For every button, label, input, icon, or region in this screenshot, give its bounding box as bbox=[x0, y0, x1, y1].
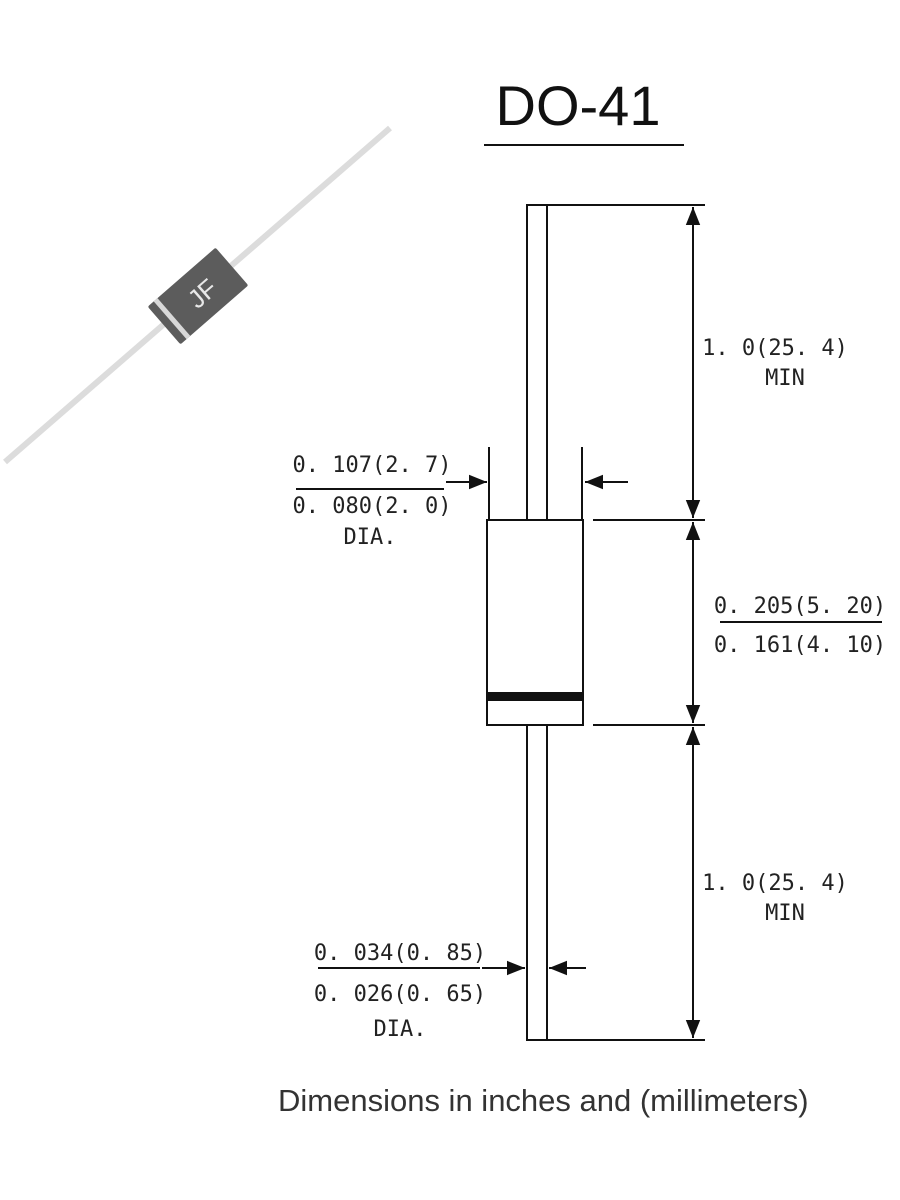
top-lead bbox=[526, 204, 548, 521]
body-length-max: 0. 205(5. 20) bbox=[714, 594, 886, 619]
bottom-lead-length-note: MIN bbox=[765, 901, 805, 926]
body-diameter-note: DIA. bbox=[344, 525, 397, 550]
diode-photo: JF bbox=[3, 125, 392, 465]
lead-diameter-min: 0. 026(0. 65) bbox=[314, 982, 486, 1007]
lead-diameter-note: DIA. bbox=[374, 1017, 427, 1042]
bottom-lead bbox=[526, 724, 548, 1041]
body-diameter-min: 0. 080(2. 0) bbox=[293, 494, 452, 519]
top-lead-length-note: MIN bbox=[765, 366, 805, 391]
dimension-arrows bbox=[446, 207, 701, 1038]
bottom-lead-length: 1. 0(25. 4) bbox=[702, 871, 848, 896]
extension-lines bbox=[488, 204, 705, 1041]
top-lead-length: 1. 0(25. 4) bbox=[702, 336, 848, 361]
units-footnote: Dimensions in inches and (millimeters) bbox=[278, 1083, 809, 1118]
cathode-band bbox=[487, 692, 583, 701]
lead-diameter-max: 0. 034(0. 85) bbox=[314, 941, 486, 966]
photo-cathode-band bbox=[153, 298, 191, 340]
package-title: DO-41 bbox=[496, 74, 661, 137]
body-diameter-max: 0. 107(2. 7) bbox=[293, 453, 452, 478]
body-length-min: 0. 161(4. 10) bbox=[714, 633, 886, 658]
